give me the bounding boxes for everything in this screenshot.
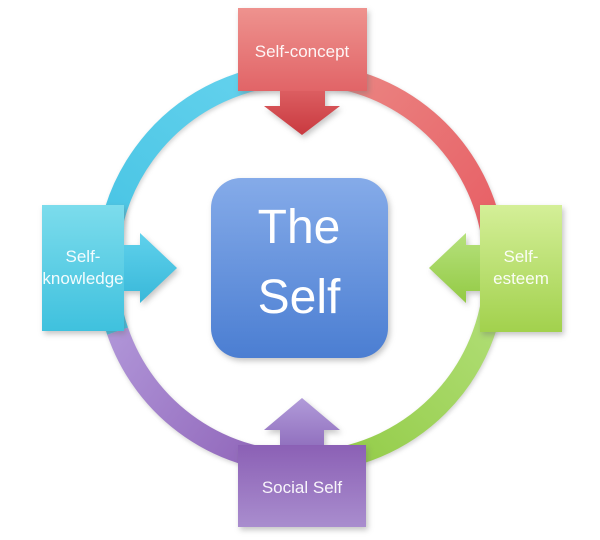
social-self-label: Social Self — [262, 478, 343, 497]
social-self-box — [238, 445, 366, 527]
arrow-right-icon — [120, 233, 177, 303]
self-concept-box — [238, 8, 367, 91]
center-box — [211, 178, 388, 358]
self-knowledge-box — [42, 205, 124, 331]
self-concept-label: Self-concept — [255, 42, 350, 61]
self-esteem-label-line2: esteem — [493, 269, 549, 288]
self-knowledge-label-line2: knowledge — [42, 269, 123, 288]
node-labels: Self-concept Self- knowledge Self- estee… — [42, 42, 549, 497]
arrow-down-icon — [264, 88, 340, 135]
center-label-line2: Self — [258, 271, 341, 324]
arrow-up-icon — [264, 398, 340, 448]
self-knowledge-label-line1: Self- — [66, 247, 101, 266]
self-esteem-box — [480, 205, 562, 332]
arrow-left-icon — [429, 233, 484, 303]
center-label-line1: The — [258, 201, 341, 254]
node-shapes — [42, 8, 562, 527]
self-esteem-label-line1: Self- — [504, 247, 539, 266]
